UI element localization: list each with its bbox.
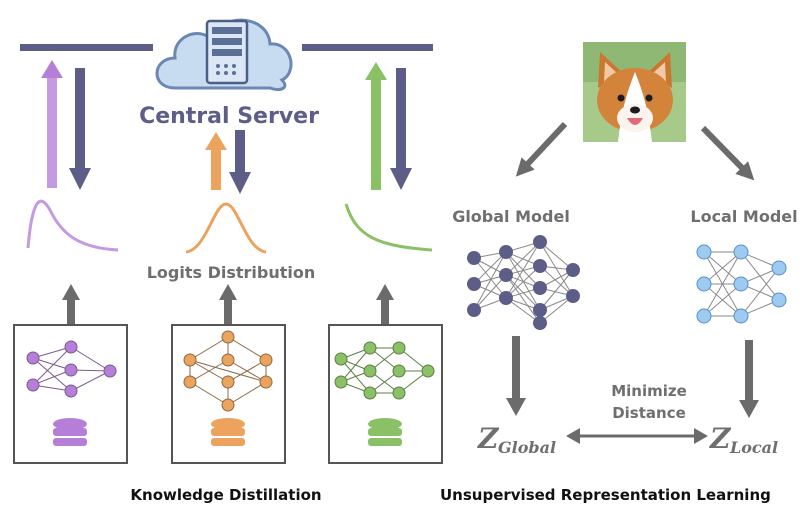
server-label: Central Server — [139, 104, 319, 129]
client2-download-arrow — [229, 130, 251, 194]
knowledge-distillation-caption: Knowledge Distillation — [130, 486, 321, 504]
server-bar-right — [302, 44, 433, 51]
client3-logits-curve — [344, 203, 433, 252]
logits-distribution-label: Logits Distribution — [147, 263, 316, 282]
client2-database-icon — [211, 418, 245, 446]
client1-database-icon — [53, 418, 87, 446]
z-global-subscript: Global — [498, 438, 556, 457]
z-global-label: Z Global — [477, 422, 556, 457]
z-local-subscript: Local — [729, 438, 778, 457]
representation-learning-caption: Unsupervised Representation Learning — [440, 486, 771, 504]
client1-to-curve-arrow — [62, 284, 80, 324]
cloud-server-icon — [155, 18, 293, 92]
local-to-z-arrow — [739, 340, 759, 418]
global-model-network-icon — [467, 235, 580, 330]
client3-upload-arrow — [365, 62, 387, 190]
client2-to-curve-arrow — [219, 284, 237, 324]
photo-to-global-arrow — [515, 121, 568, 177]
client1-logits-curve — [26, 199, 119, 252]
server-bar-left — [20, 44, 153, 51]
z-global-symbol: Z — [477, 422, 500, 455]
client1-download-arrow — [69, 68, 91, 190]
corgi-photo — [583, 42, 686, 142]
client3-database-icon — [368, 418, 402, 446]
client3-download-arrow — [390, 68, 412, 190]
distance-label: Distance — [612, 404, 686, 422]
client-box-orange — [171, 324, 286, 464]
global-model-label: Global Model — [452, 207, 570, 226]
client-box-green — [328, 324, 443, 464]
photo-to-local-arrow — [700, 125, 755, 181]
client-box-purple — [13, 324, 128, 464]
global-to-z-arrow — [506, 336, 526, 416]
z-local-label: Z Local — [709, 422, 778, 457]
client2-upload-arrow — [205, 132, 227, 190]
client3-to-curve-arrow — [376, 284, 394, 324]
z-local-symbol: Z — [709, 422, 732, 455]
client1-upload-arrow — [41, 60, 63, 188]
local-model-label: Local Model — [690, 207, 797, 226]
minimize-label: Minimize — [611, 382, 687, 400]
local-model-network-icon — [696, 244, 787, 324]
minimize-distance-arrow — [566, 428, 708, 444]
client2-logits-curve — [185, 202, 267, 254]
